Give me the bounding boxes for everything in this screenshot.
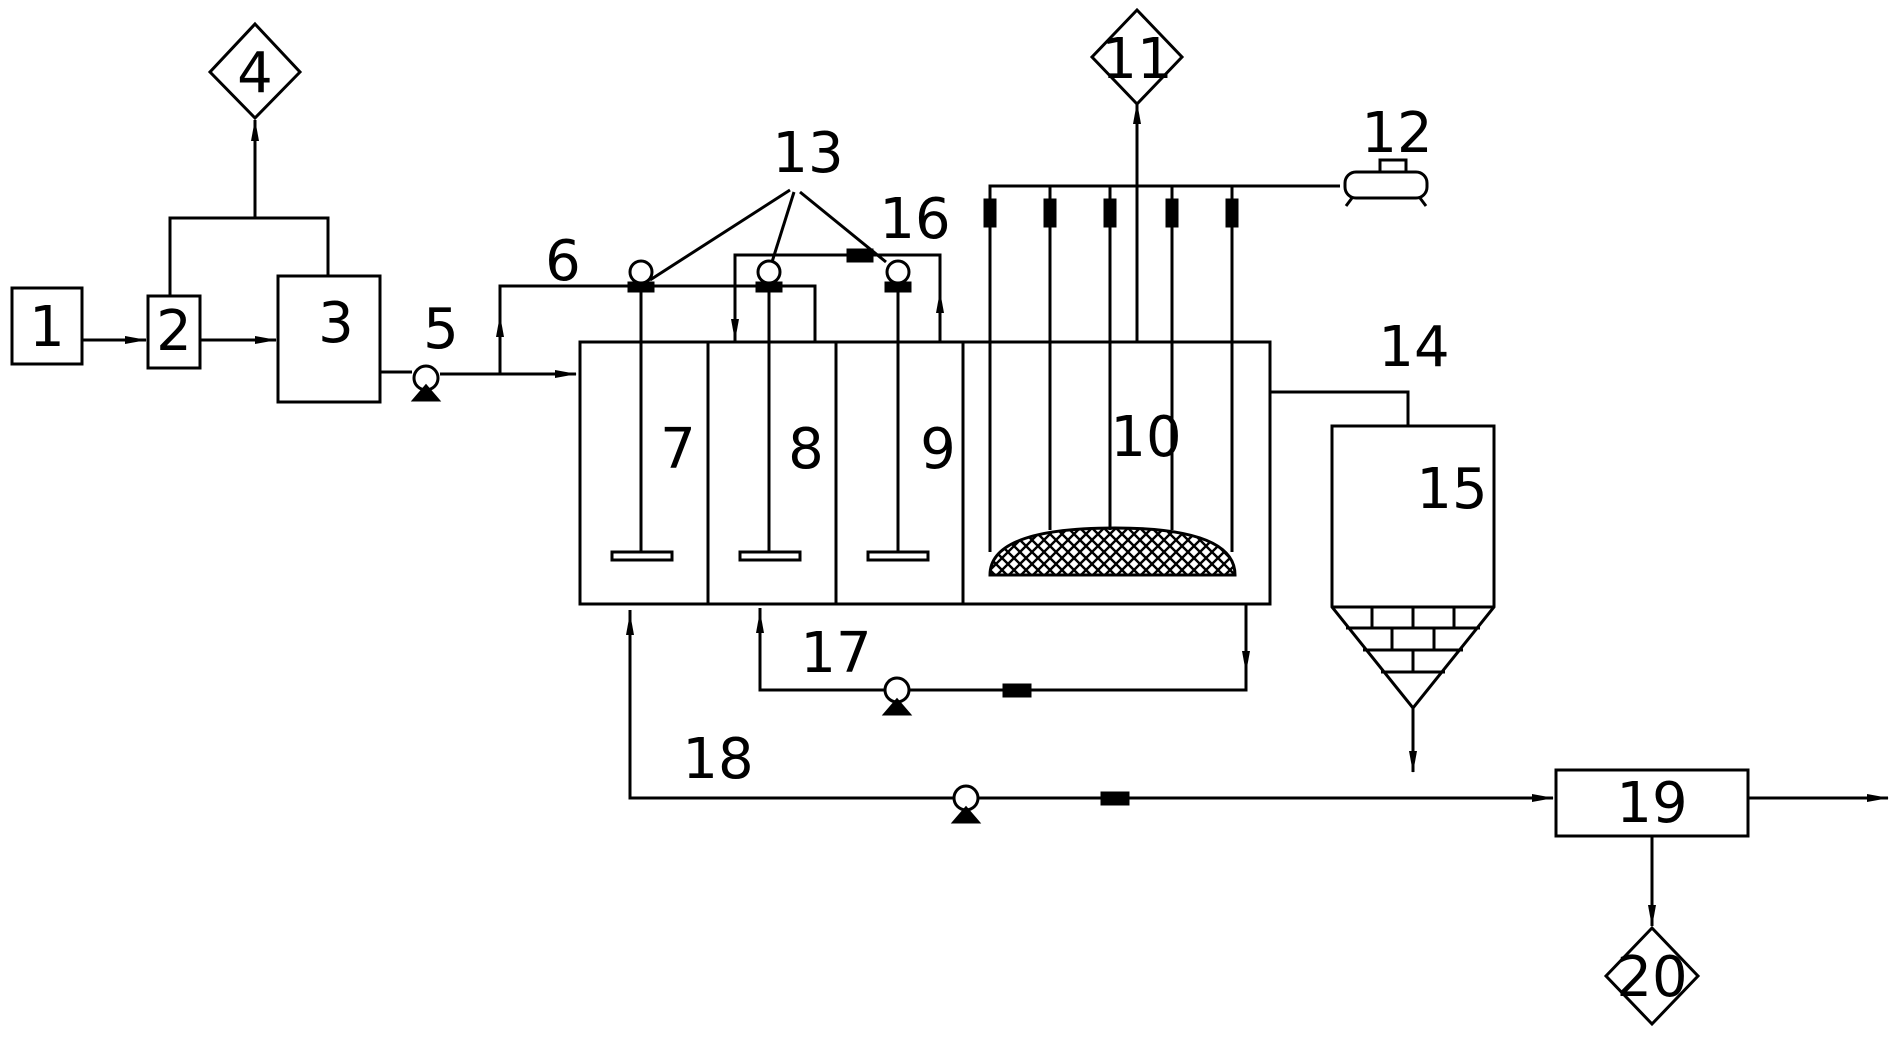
label-15: 15 xyxy=(1416,457,1487,522)
pump-5-base xyxy=(410,383,442,402)
motor-7-base xyxy=(627,281,655,293)
leader-13-to-8 xyxy=(770,191,796,263)
sludge-bricks xyxy=(1346,607,1480,674)
label-9: 9 xyxy=(920,417,956,482)
label-7: 7 xyxy=(660,417,696,482)
motor-9-base xyxy=(884,281,912,293)
label-12: 12 xyxy=(1361,101,1432,166)
label-18: 18 xyxy=(682,727,753,792)
motor-8-icon xyxy=(756,259,782,285)
stirrer-7-blade xyxy=(610,550,674,562)
label-2: 2 xyxy=(156,299,192,364)
label-20: 20 xyxy=(1616,945,1687,1010)
label-10: 10 xyxy=(1110,405,1181,470)
pump-18-base xyxy=(950,805,982,824)
unit-2-box xyxy=(146,294,202,370)
valve-16 xyxy=(846,248,874,263)
label-14: 14 xyxy=(1378,315,1449,380)
valve-18 xyxy=(1100,791,1130,806)
blower-12-foot-right xyxy=(1418,197,1428,207)
node-4-diamond xyxy=(207,21,303,121)
node-20-diamond xyxy=(1603,925,1701,1027)
air-valve-5 xyxy=(1225,198,1239,228)
valve-17 xyxy=(1002,683,1032,698)
offgas-pipe xyxy=(168,216,330,296)
node-11-diamond xyxy=(1089,7,1185,107)
air-valve-3 xyxy=(1103,198,1117,228)
label-5: 5 xyxy=(423,297,459,362)
air-valve-2 xyxy=(1043,198,1057,228)
settler-15 xyxy=(1330,424,1496,711)
label-4: 4 xyxy=(237,41,273,106)
blower-12-body xyxy=(1343,170,1429,200)
reactor-tank xyxy=(578,340,1272,606)
blower-12-top xyxy=(1378,158,1408,174)
label-6: 6 xyxy=(545,229,581,294)
label-8: 8 xyxy=(788,417,824,482)
leader-13-to-7 xyxy=(649,188,791,282)
air-valve-1 xyxy=(983,198,997,228)
label-3: 3 xyxy=(318,291,354,356)
motor-9-icon xyxy=(885,259,911,285)
motor-7-icon xyxy=(628,259,654,285)
label-19: 19 xyxy=(1616,771,1687,836)
leader-13-to-9 xyxy=(799,190,887,264)
air-header xyxy=(988,184,1340,552)
pump-17-base xyxy=(881,697,913,716)
blower-12-foot-left xyxy=(1344,197,1354,207)
stirrer-8-blade xyxy=(738,550,802,562)
air-valve-4 xyxy=(1165,198,1179,228)
motor-8-base xyxy=(755,281,783,293)
label-16: 16 xyxy=(879,187,950,252)
label-1: 1 xyxy=(29,295,65,360)
unit-1-box xyxy=(10,286,84,366)
label-13: 13 xyxy=(772,121,843,186)
label-11: 11 xyxy=(1101,27,1172,92)
media-bed xyxy=(988,526,1237,577)
label-17: 17 xyxy=(800,621,871,686)
stirrer-9-blade xyxy=(866,550,930,562)
